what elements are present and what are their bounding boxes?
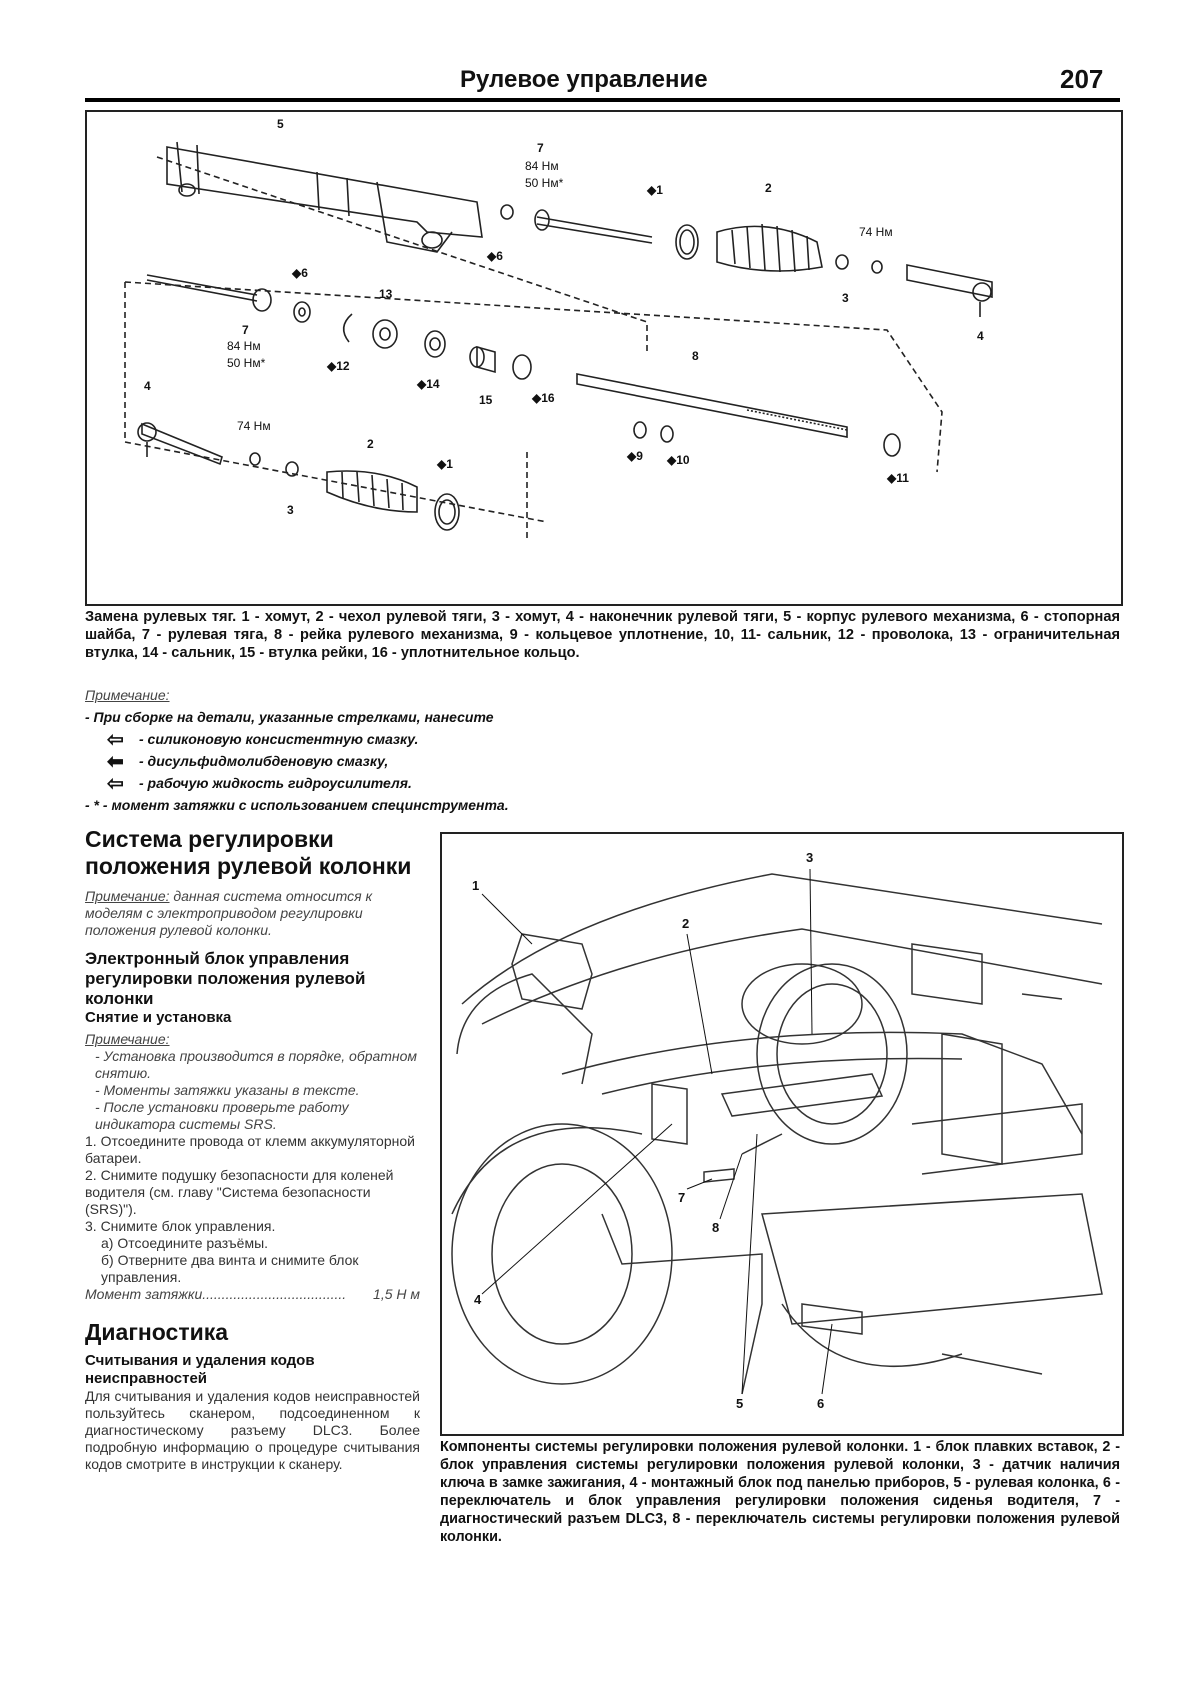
page-number: 207 — [1060, 64, 1104, 94]
step-3b: б) Отверните два винта и снимите блок уп… — [101, 1252, 359, 1285]
label-4-bottom: 4 — [144, 379, 151, 393]
torque-84-top: 84 Нм — [525, 159, 559, 173]
note1-text: данная система относится к моделям с эле… — [85, 888, 373, 938]
diagnostics-text: Для считывания и удаления кодов неисправ… — [85, 1388, 420, 1472]
page-header-title: Рулевое управление — [460, 66, 708, 93]
cabin-components-figure: 1 2 3 4 5 6 7 8 — [440, 832, 1124, 1436]
solid-arrow-icon: ⬅ — [107, 751, 124, 774]
label-3-bottom: 3 — [287, 503, 294, 517]
step-3a: а) Отсоедините разъёмы. — [101, 1235, 269, 1251]
note2-item-2: - Моменты затяжки указаны в тексте. — [95, 1082, 360, 1098]
notes-item-3: ⇦ - рабочую жидкость гидроусилителя. — [85, 772, 985, 794]
label-12: ◆12 — [326, 359, 350, 373]
note1: Примечание: данная система относится к м… — [85, 888, 420, 939]
note1-label: Примечание: — [85, 888, 170, 904]
component-label-8: 8 — [712, 1220, 719, 1235]
label-4-top: 4 — [977, 329, 984, 343]
left-column: Система регулировки положения рулевой ко… — [85, 826, 420, 1473]
label-1-top: ◆1 — [646, 183, 663, 197]
component-label-4: 4 — [474, 1292, 482, 1307]
label-13: 13 — [379, 287, 393, 301]
notes-heading: Примечание: — [85, 687, 170, 703]
label-2-bottom: 2 — [367, 437, 374, 451]
label-6-top: ◆6 — [486, 249, 503, 263]
label-9: ◆9 — [626, 449, 643, 463]
label-15: 15 — [479, 393, 493, 407]
outline-arrow-icon: ⇦ — [107, 729, 124, 752]
label-1-bottom: ◆1 — [436, 457, 453, 471]
label-14: ◆14 — [416, 377, 440, 391]
notes-item-2: ⬅ - дисульфидмолибденовую смазку, — [85, 750, 985, 772]
steering-rack-exploded-figure: 5 7 84 Нм 50 Нм* ◆1 2 74 Нм 3 4 ◆6 ◆6 7 … — [85, 110, 1123, 606]
notes-item-1: ⇦ - силиконовую консистентную смазку. — [85, 728, 985, 750]
steering-rack-drawing: 5 7 84 Нм 50 Нм* ◆1 2 74 Нм 3 4 ◆6 ◆6 7 … — [124, 117, 993, 542]
notes-item-2-text: - дисульфидмолибденовую смазку, — [139, 753, 389, 769]
component-label-2: 2 — [682, 916, 689, 931]
label-16: ◆16 — [531, 391, 555, 405]
component-label-1: 1 — [472, 878, 479, 893]
torque-84-mid: 84 Нм — [227, 339, 261, 353]
subsubsection-title: Снятие и установка — [85, 1009, 232, 1026]
label-3-top: 3 — [842, 291, 849, 305]
note2-item-3: - После установки проверьте работу индик… — [95, 1099, 349, 1132]
component-label-6: 6 — [817, 1396, 824, 1411]
torque-74-bottom: 74 Нм — [237, 419, 271, 433]
subsection-title: Электронный блок управления регулировки … — [85, 949, 366, 1008]
component-label-7: 7 — [678, 1190, 685, 1205]
note2-item-1: - Установка производится в порядке, обра… — [95, 1048, 418, 1081]
hollow-arrow-icon: ⇦ — [107, 773, 124, 796]
diagnostics-subtitle: Считывания и удаления кодов неисправност… — [85, 1352, 315, 1387]
torque-value: 1,5 Н м — [373, 1286, 420, 1302]
label-6-mid: ◆6 — [291, 266, 308, 280]
label-7-mid: 7 — [242, 323, 249, 337]
label-11: ◆11 — [886, 471, 909, 485]
diagnostics-title: Диагностика — [85, 1319, 229, 1345]
figure2-caption: Компоненты системы регулировки положения… — [440, 1439, 1120, 1545]
label-7-top: 7 — [537, 141, 544, 155]
note2-label: Примечание: — [85, 1031, 170, 1047]
section-title: Система регулировки положения рулевой ко… — [85, 826, 412, 879]
notes-line1: - При сборке на детали, указанные стрелк… — [85, 709, 494, 725]
label-8: 8 — [692, 349, 699, 363]
label-2-top: 2 — [765, 181, 772, 195]
component-label-5: 5 — [736, 1396, 743, 1411]
torque-50-mid: 50 Нм* — [227, 356, 266, 370]
step-3: 3. Снимите блок управления. — [85, 1218, 276, 1234]
cabin-drawing: 1 2 3 4 5 6 7 8 — [451, 850, 1103, 1411]
step-1: 1. Отсоедините провода от клемм аккумуля… — [85, 1133, 415, 1166]
label-5: 5 — [277, 117, 284, 131]
torque-label: Момент затяжки..........................… — [85, 1286, 347, 1302]
notes-item-3-text: - рабочую жидкость гидроусилителя. — [139, 775, 412, 791]
lubrication-notes: Примечание: - При сборке на детали, указ… — [85, 684, 985, 816]
component-label-3: 3 — [806, 850, 813, 865]
figure1-caption: Замена рулевых тяг. 1 - хомут, 2 - чехол… — [85, 609, 1120, 661]
header-rule — [85, 98, 1120, 102]
notes-item-1-text: - силиконовую консистентную смазку. — [139, 731, 419, 747]
torque-line: Момент затяжки..........................… — [85, 1286, 420, 1303]
torque-50-top: 50 Нм* — [525, 176, 564, 190]
step-2: 2. Снимите подушку безопасности для коле… — [85, 1167, 394, 1217]
torque-74-top: 74 Нм — [859, 225, 893, 239]
notes-line-last: - * - момент затяжки с использованием сп… — [85, 797, 509, 813]
label-10: ◆10 — [666, 453, 690, 467]
